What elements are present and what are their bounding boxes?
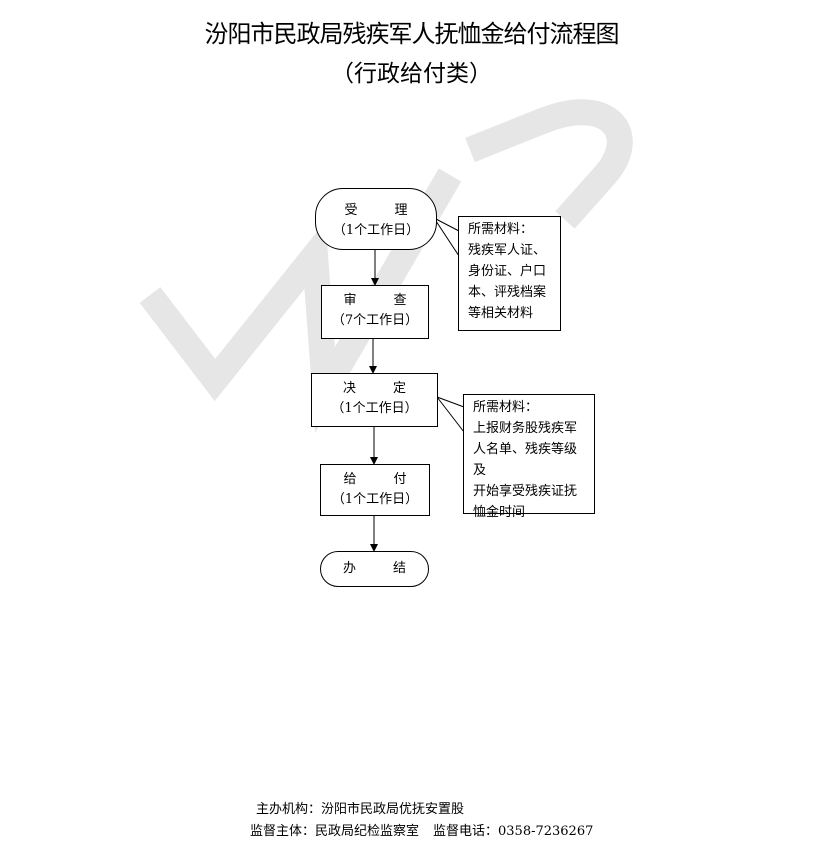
note-1-pointer (432, 216, 460, 257)
note-1-line: 残疾军人证、 (468, 243, 547, 258)
footer-supervisor: 监督主体：民政局纪检监察室 (250, 824, 420, 839)
materials-note-1: 所需材料： 残疾军人证、 身份证、户口 本、评残档案 等相关材料 (458, 216, 561, 331)
note-2-heading: 所需材料： (473, 400, 539, 415)
footer-host: 主办机构：汾阳市民政局优抚安置股 (256, 802, 465, 817)
step-accept: 受 理 （1个工作日） (315, 188, 437, 250)
step-pay-duration: （1个工作日） (331, 492, 419, 507)
note-2-line: 上报财务股残疾军 (473, 421, 578, 436)
chart-title: 汾阳市民政局残疾军人抚恤金给付流程图 (204, 20, 620, 48)
step-decide-label: 决 定 (342, 381, 418, 396)
chart-subtitle: （行政给付类） (331, 61, 492, 87)
note-1-line: 等相关材料 (468, 306, 534, 321)
step-accept-duration: （1个工作日） (332, 223, 420, 238)
note-2-line: 开始享受残疾证抚 (473, 484, 578, 499)
step-pay: 给 付 （1个工作日） (320, 464, 430, 516)
step-complete: 办 结 (320, 551, 429, 587)
note-1-heading: 所需材料： (468, 222, 534, 237)
footer-phone: 监督电话：0358-7236267 (433, 824, 594, 839)
step-review: 审 查 （7个工作日） (321, 285, 429, 339)
step-complete-label: 办 结 (342, 561, 418, 576)
step-decide: 决 定 （1个工作日） (311, 373, 438, 427)
step-decide-duration: （1个工作日） (331, 401, 418, 416)
note-2-line: 恤金时间 (473, 505, 526, 520)
note-1-line: 本、评残档案 (468, 285, 547, 300)
materials-note-2: 所需材料： 上报财务股残疾军 人名单、残疾等级及 开始享受残疾证抚 恤金时间 (463, 394, 595, 520)
step-accept-label: 受 理 (344, 203, 420, 218)
note-2-line: 人名单、残疾等级及 (473, 442, 578, 478)
step-pay-label: 给 付 (343, 472, 419, 487)
step-review-label: 审 查 (343, 293, 419, 308)
step-review-duration: （7个工作日） (331, 313, 419, 328)
note-2-pointer (435, 395, 465, 433)
note-1-line: 身份证、户口 (468, 264, 547, 279)
